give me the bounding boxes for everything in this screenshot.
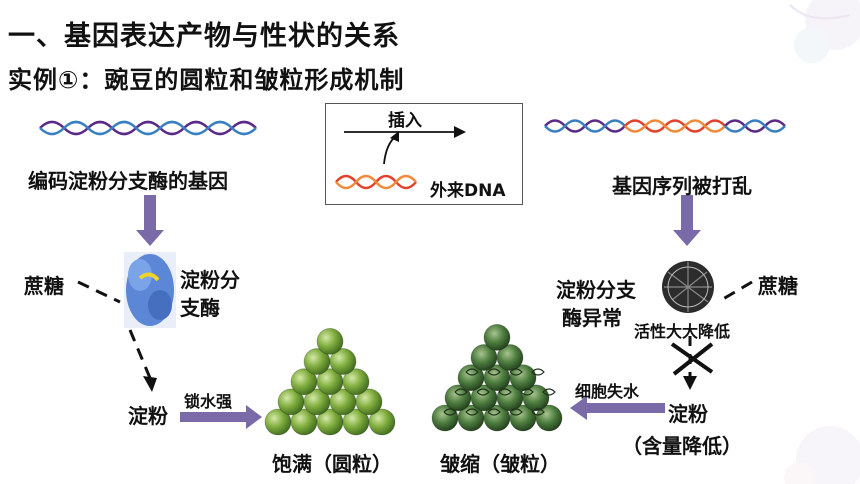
left-gene-label: 编码淀粉分支酶的基因 (28, 169, 228, 193)
insertion-inset-box: 插入 外来DNA (325, 103, 523, 205)
activity-reduced-label: 活性大大降低 (634, 322, 731, 341)
water-retention-label: 锁水强 (184, 392, 233, 411)
arrow-gene-to-enzyme-left (136, 195, 164, 246)
dna-helix-right (544, 119, 786, 133)
right-sucrose-label: 蔗糖 (758, 274, 798, 298)
flower-decoration-top-right (789, 0, 860, 63)
page-subtitle: 实例①：豌豆的圆粒和皱粒形成机制 (8, 66, 405, 94)
arrow-gene-to-enzyme-right (673, 195, 701, 246)
round-peas-image (264, 327, 396, 436)
insertion-diagram (335, 126, 466, 190)
starch-reduced-note: （含量降低） (622, 434, 742, 458)
water-loss-label: 细胞失水 (575, 382, 640, 401)
page-title: 一、基因表达产物与性状的关系 (8, 21, 400, 52)
dashed-arrow-sucrose-to-starch-left (77, 280, 157, 392)
arrow-starch-to-wrinkled-pea (570, 396, 665, 420)
left-enzyme-label-line2: 支酶 (180, 296, 220, 320)
left-sucrose-label: 蔗糖 (24, 274, 64, 298)
insert-label: 插入 (388, 111, 422, 131)
right-enzyme-label-line1: 淀粉分支 (556, 278, 636, 302)
right-gene-label: 基因序列被打乱 (612, 174, 752, 198)
right-starch-label: 淀粉 (668, 402, 708, 426)
dna-helix-left (39, 120, 257, 136)
abnormal-enzyme-image (662, 261, 714, 313)
starch-branching-enzyme-image (124, 252, 176, 328)
left-starch-label: 淀粉 (128, 404, 168, 428)
wrinkled-pea-label: 皱缩（皱粒） (440, 452, 560, 476)
right-enzyme-label-line2: 酶异常 (562, 306, 622, 330)
wrinkled-peas-image (431, 323, 563, 432)
arrow-starch-to-round-pea (180, 405, 262, 429)
round-pea-label: 饱满（圆粒） (272, 452, 392, 476)
foreign-dna-label: 外来DNA (430, 181, 506, 201)
dashed-arrow-sucrose-to-starch-right (670, 280, 753, 390)
flower-decoration-bottom-right (784, 426, 860, 484)
left-enzyme-label-line1: 淀粉分 (180, 268, 240, 292)
